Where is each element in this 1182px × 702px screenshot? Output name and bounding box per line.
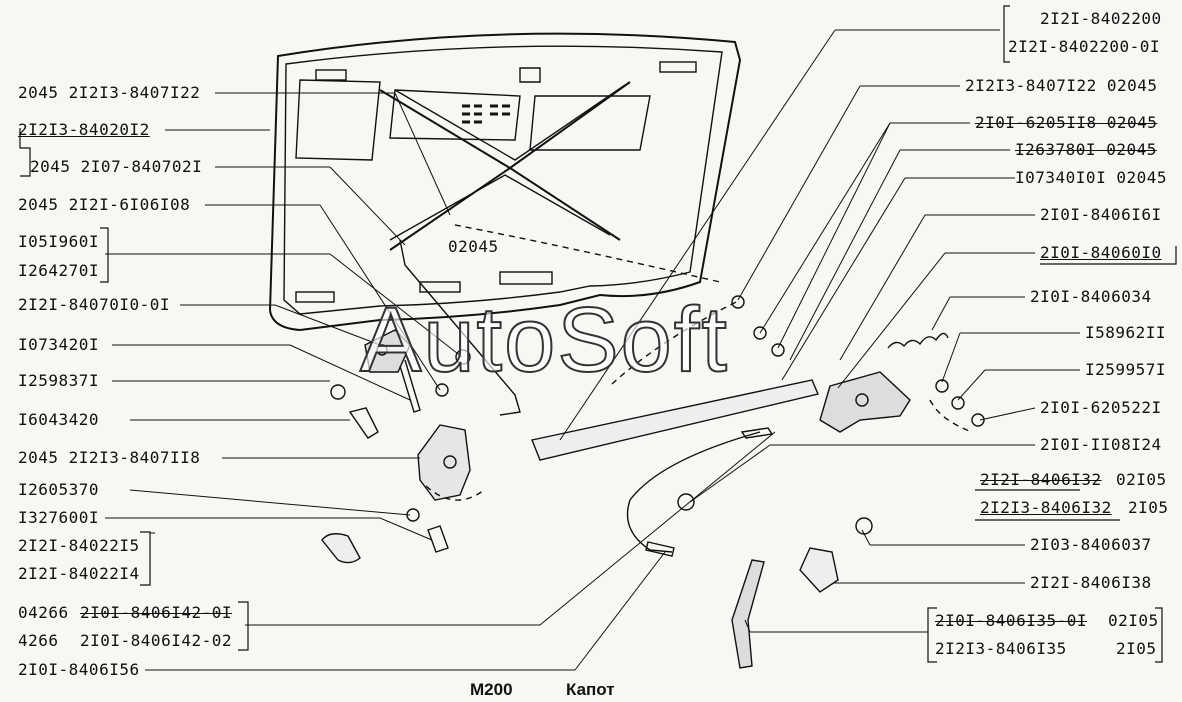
washer <box>951 396 965 410</box>
hood-lock <box>819 371 911 433</box>
label-part: 2I2I-8402200-0I <box>1008 37 1160 56</box>
label-part: I073420I <box>18 335 100 354</box>
label-part: I6043420 <box>18 410 100 429</box>
label-part: I264270I <box>18 261 100 280</box>
label-part: 2I05 <box>1116 639 1157 658</box>
label-part: I263780I 02045 <box>1015 140 1157 159</box>
label-part: 2I2I3-8406I32 <box>980 498 1112 517</box>
hood-hinge <box>364 329 421 413</box>
washer <box>771 343 785 357</box>
grommet <box>677 493 695 511</box>
label-part: 04266 <box>18 603 69 622</box>
label-part: 4266 <box>18 631 59 650</box>
label-part: 2I2I-84022I4 <box>18 564 140 583</box>
label-part: I2605370 <box>18 480 100 499</box>
label-part: 2I05 <box>1128 498 1169 517</box>
label-part: I05I960I <box>18 232 100 251</box>
lock-spring <box>887 332 949 349</box>
catch-plate <box>799 547 839 593</box>
label-part: I259837I <box>18 371 100 390</box>
label-part: 2I2I3-8407I22 02045 <box>965 76 1158 95</box>
label-part: 2I0I-8406I35-0I <box>935 611 1087 630</box>
label-part: 02I05 <box>1108 611 1159 630</box>
diagram-title: Капот <box>566 680 615 699</box>
label-part: 2045 2I2I3-8407I22 <box>18 83 201 102</box>
label-part: 2I2I-84022I5 <box>18 536 140 555</box>
label-part: 2I0I-620522I <box>1040 398 1162 417</box>
release-lever <box>731 559 765 669</box>
hood-seal <box>321 533 361 564</box>
label-part: 2045 2I2I3-8407II8 <box>18 448 201 467</box>
watermark: AutoSoft <box>359 288 729 392</box>
label-part: I259957I <box>1085 360 1167 379</box>
release-cable <box>626 431 761 553</box>
bolt <box>348 407 379 439</box>
lock-bracket <box>417 424 471 501</box>
label-part: 2045 2I07-840702I <box>30 157 203 176</box>
label-part: 2I0I-8406I42-02 <box>80 631 232 650</box>
diagram-code: M200 <box>470 680 513 699</box>
label-part: I327600I <box>18 508 100 527</box>
label-part: I07340I0I 02045 <box>1015 168 1167 187</box>
grommet <box>855 517 873 535</box>
label-part: 2I0I-84060I0 <box>1040 243 1162 262</box>
label-part: 2I0I-6205II8 02045 <box>975 113 1158 132</box>
washer <box>455 349 471 365</box>
washer <box>330 384 346 400</box>
washer <box>753 326 767 340</box>
label-part: 2I2I3-8406I35 <box>935 639 1067 658</box>
label-part: 2045 2I2I-6I06I08 <box>18 195 191 214</box>
label-part: 2I03-8406037 <box>1030 535 1152 554</box>
washer <box>435 383 449 397</box>
label-part: 2I2I3-84020I2 <box>18 120 150 139</box>
hood-prop-rod <box>399 239 521 416</box>
label-part: 2I0I-8406I6I <box>1040 205 1162 224</box>
label-part: I58962II <box>1085 323 1167 342</box>
washer <box>935 379 949 393</box>
label-part: 2I0I-8406I56 <box>18 660 140 679</box>
label-part-tag: 02045 <box>448 237 499 256</box>
label-part: 02I05 <box>1116 470 1167 489</box>
label-part: 2I0I-8406034 <box>1030 287 1152 306</box>
label-part: 2I2I-84070I0-0I <box>18 295 170 314</box>
label-part: 2I2I-8406I32 <box>980 470 1102 489</box>
bolt <box>427 525 449 553</box>
label-part: 2I2I-8402200 <box>1040 9 1162 28</box>
label-part: 2I0I-8406I42-0I <box>80 603 232 622</box>
washer <box>971 413 985 427</box>
label-part: 2I0I-II08I24 <box>1040 435 1162 454</box>
hood-panel <box>268 32 742 332</box>
washer <box>731 295 745 309</box>
hood-cross-bar <box>531 379 819 461</box>
label-part: 2I2I-8406I38 <box>1030 573 1152 592</box>
